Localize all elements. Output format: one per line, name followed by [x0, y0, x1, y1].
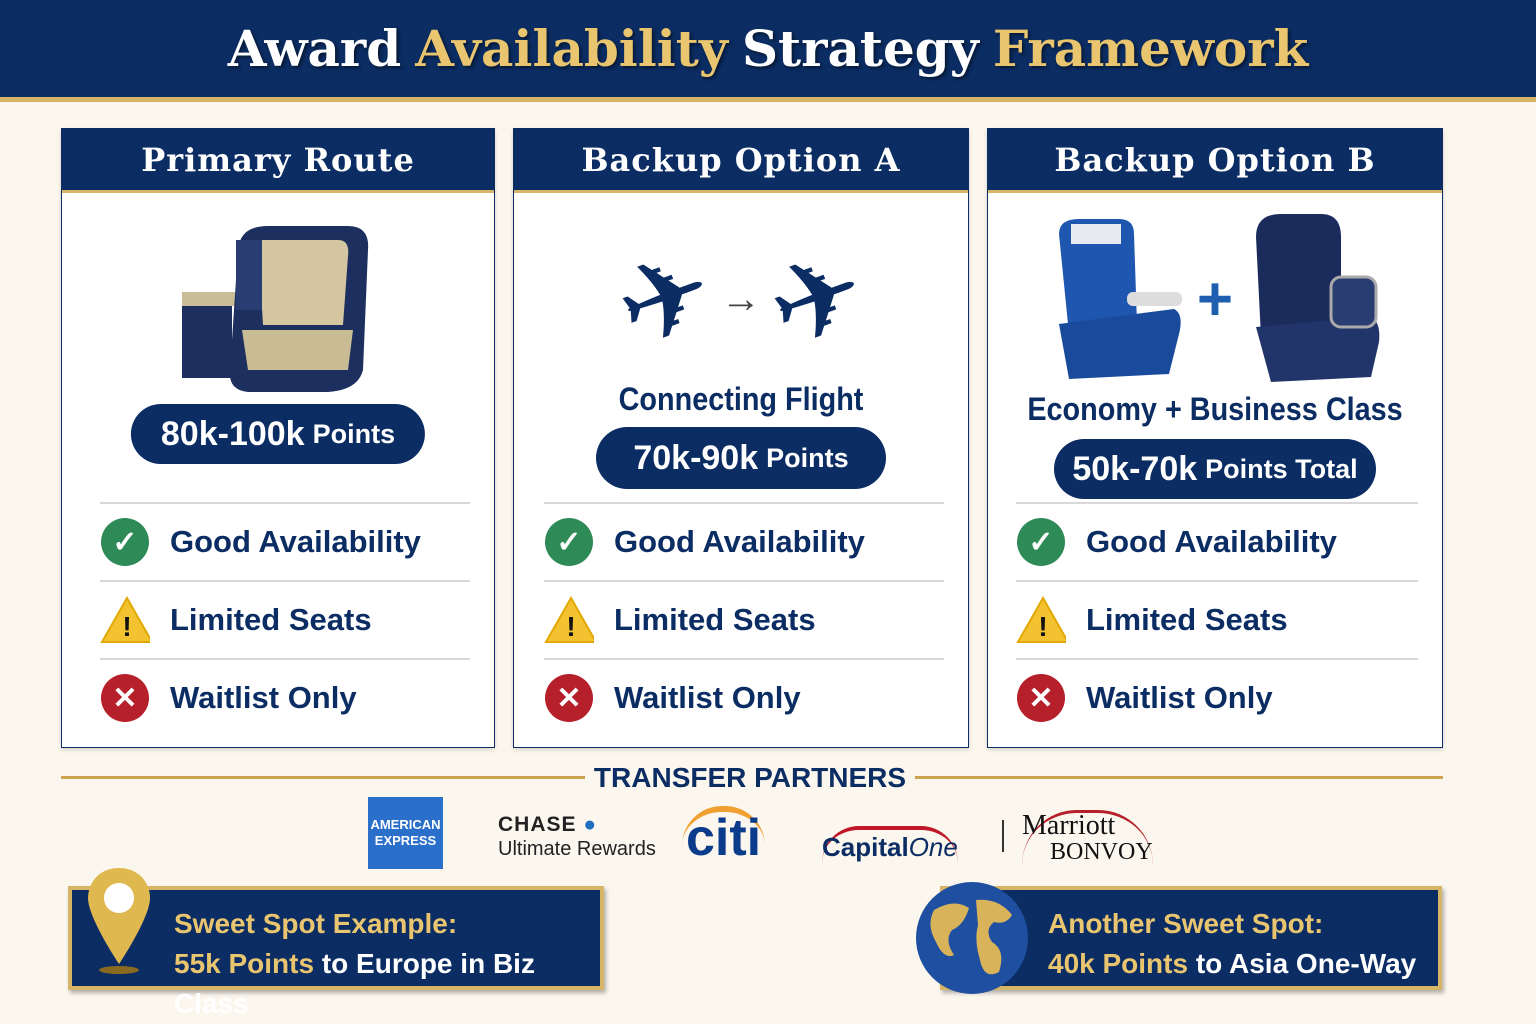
amex-logo: AMERICAN EXPRESS: [368, 797, 443, 869]
title-word: Framework: [992, 19, 1309, 78]
divider: [61, 776, 585, 779]
x-circle-icon: ✕: [544, 673, 594, 723]
card-subtitle: Economy + Business Class: [1027, 391, 1403, 427]
status-good-availability: ✓ Good Availability: [100, 502, 470, 580]
points-value: 80k-100k: [160, 414, 305, 453]
warning-icon: !: [100, 595, 150, 645]
status-good-availability: ✓ Good Availability: [1016, 502, 1418, 580]
chase-octagon-icon: ●: [583, 813, 598, 836]
sweet-spot-heading: Sweet Spot Example:: [174, 908, 458, 939]
sweet-spot-detail: to Asia One-Way: [1195, 948, 1417, 979]
warning-icon: !: [544, 595, 594, 645]
card-title: Backup Option B: [988, 129, 1442, 193]
logo-text: CHASE: [498, 813, 577, 836]
card-backup-option-a: Backup Option A ✈ → ✈ Connecting Flight …: [513, 128, 969, 748]
arrow-right-icon: →: [721, 276, 761, 321]
status-label: Good Availability: [614, 524, 865, 559]
transfer-partners-title: TRANSFER PARTNERS: [593, 762, 907, 793]
another-sweet-spot: Another Sweet Spot: 40k Points to Asia O…: [940, 886, 1442, 990]
sweet-spot-points: 55k Points: [174, 948, 315, 979]
plus-icon: +: [1196, 264, 1234, 334]
card-title: Primary Route: [62, 129, 494, 193]
svg-text:!: !: [566, 611, 575, 642]
card-subtitle: Connecting Flight: [618, 381, 864, 417]
title-word: Strategy: [741, 19, 979, 78]
points-unit: Points: [766, 442, 849, 473]
sweet-spot-example: Sweet Spot Example: 55k Points to Europe…: [68, 886, 604, 1019]
economy-seat-icon: [1058, 219, 1182, 379]
chase-logo: CHASE ● Ultimate Rewards: [498, 812, 656, 862]
points-badge: 80k-100k Points: [130, 404, 426, 464]
divider: [915, 776, 1443, 779]
page-title: Award Availability Strategy Framework: [0, 0, 1536, 102]
sweet-spot-heading: Another Sweet Spot:: [1048, 908, 1324, 939]
status-limited-seats: ! Limited Seats: [1016, 580, 1418, 658]
status-label: Limited Seats: [614, 602, 816, 637]
status-label: Limited Seats: [1086, 602, 1288, 637]
business-seat-icon: [62, 217, 494, 397]
status-limited-seats: ! Limited Seats: [544, 580, 944, 658]
plane-icon: ✈: [752, 225, 882, 374]
map-pin-icon: [88, 868, 150, 974]
capital-one-logo: CapitalOne: [822, 826, 958, 863]
logo-text: One: [908, 832, 958, 862]
check-circle-icon: ✓: [100, 517, 150, 567]
x-circle-icon: ✕: [1016, 673, 1066, 723]
points-unit: Points Total: [1205, 453, 1358, 484]
card-title: Backup Option A: [514, 129, 968, 193]
status-waitlist-only: ✕ Waitlist Only: [1016, 658, 1418, 736]
economy-plus-business-seat-icon: +: [988, 209, 1442, 389]
card-primary-route: Primary Route 80k-100k Points ✓ Good Ava…: [61, 128, 495, 748]
logo-text: Capital: [822, 832, 909, 862]
marriott-bonvoy-logo: Marriott BONVOY: [1022, 810, 1153, 865]
status-label: Waitlist Only: [1086, 680, 1273, 715]
logo-text: Ultimate Rewards: [498, 838, 656, 860]
logo-text: BONVOY: [1050, 839, 1153, 865]
points-badge: 50k-70k Points Total: [1054, 439, 1376, 499]
svg-text:!: !: [1038, 611, 1047, 642]
status-label: Good Availability: [170, 524, 421, 559]
status-label: Good Availability: [1086, 524, 1337, 559]
status-limited-seats: ! Limited Seats: [100, 580, 470, 658]
title-word: Availability: [415, 19, 728, 78]
warning-icon: !: [1016, 595, 1066, 645]
sweet-spot-points: 40k Points: [1048, 948, 1189, 979]
globe-icon: [916, 882, 1028, 994]
status-label: Limited Seats: [170, 602, 372, 637]
points-badge: 70k-90k Points: [596, 427, 886, 489]
x-circle-icon: ✕: [100, 673, 150, 723]
status-waitlist-only: ✕ Waitlist Only: [544, 658, 944, 736]
title-word: Award: [227, 19, 402, 78]
logo-text: EXPRESS: [374, 833, 437, 848]
status-waitlist-only: ✕ Waitlist Only: [100, 658, 470, 736]
citi-logo: citi: [682, 806, 766, 864]
business-seat-icon: [1256, 213, 1380, 382]
logo-text: Marriott: [1022, 810, 1116, 841]
points-value: 70k-90k: [633, 438, 759, 477]
svg-text:!: !: [122, 611, 131, 642]
plane-icon: ✈: [600, 225, 730, 374]
check-circle-icon: ✓: [544, 517, 594, 567]
check-circle-icon: ✓: [1016, 517, 1066, 567]
divider: [1002, 820, 1004, 852]
card-backup-option-b: Backup Option B + Economy + Business Cla…: [987, 128, 1443, 748]
connecting-planes-icon: ✈ → ✈: [514, 226, 968, 373]
sweet-spot-detail: to Europe in Biz Class: [174, 948, 535, 1019]
status-label: Waitlist Only: [170, 680, 357, 715]
points-unit: Points: [312, 418, 396, 449]
points-value: 50k-70k: [1072, 449, 1198, 488]
logo-text: AMERICAN: [370, 817, 441, 832]
status-label: Waitlist Only: [614, 680, 801, 715]
status-good-availability: ✓ Good Availability: [544, 502, 944, 580]
